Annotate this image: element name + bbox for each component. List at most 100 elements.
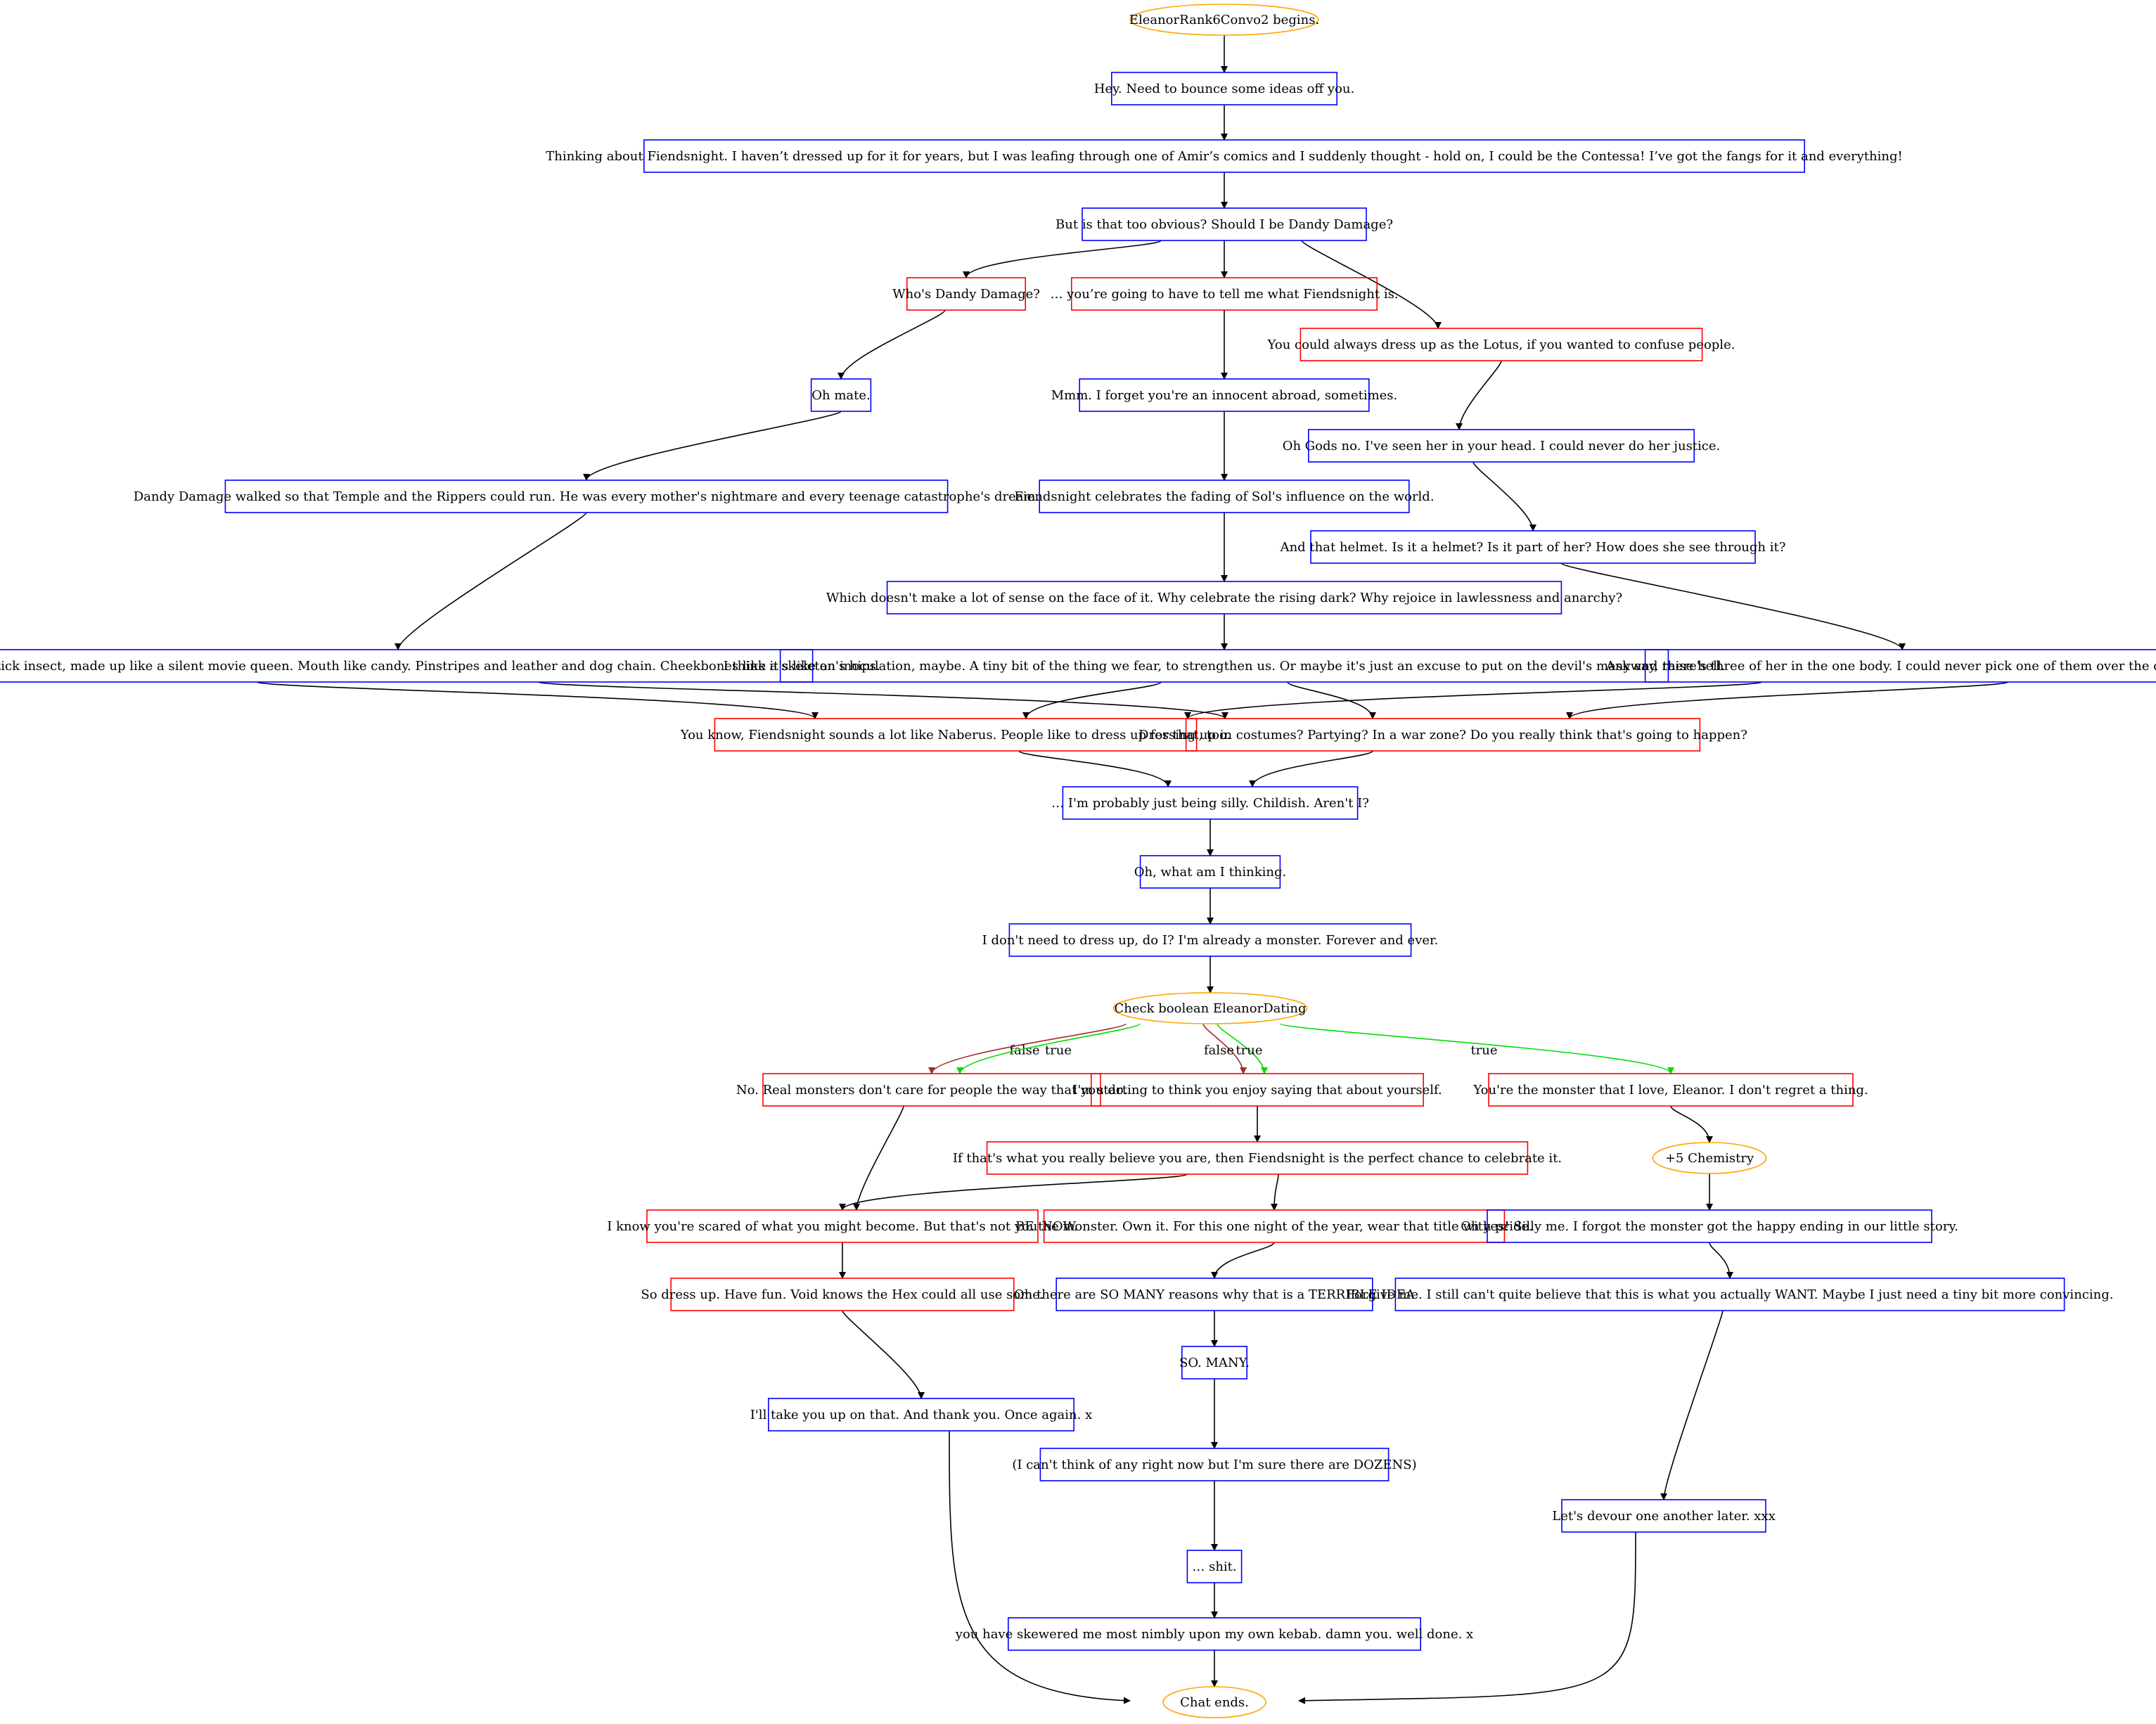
node-e-forgive-shape [1394, 1278, 2065, 1311]
edge-check-to-p-real [928, 1023, 1127, 1074]
node-b-inoc: I think it's like an inoculation, maybe.… [724, 659, 1726, 674]
node-n-thinking-shape [1139, 855, 1281, 889]
node-n1-shape [1111, 72, 1338, 105]
edge-p-lotus-to-c-gods [1456, 360, 1502, 430]
node-p-naberus: You know, Fiendsnight sounds a lot like … [680, 728, 1231, 742]
edge-c-gods-to-c-helmet [1472, 461, 1536, 532]
edge-p-real-to-p-scared [853, 1105, 904, 1211]
node-n-silly: … I'm probably just being silly. Childis… [1051, 796, 1369, 811]
edge-c-anyway-to-p-costumes [1566, 681, 2008, 719]
node-a-ohmate-shape [810, 378, 872, 412]
node-b-celebrates-shape [1039, 480, 1410, 513]
node-p-love: You're the monster that I love, Eleanor.… [1472, 1083, 1868, 1098]
node-p-scared: I know you're scared of what you might b… [607, 1219, 1078, 1234]
edge-p-believe-to-p-be [1271, 1173, 1279, 1211]
node-a-dandy-shape [224, 480, 949, 513]
node-a-built-shape [0, 649, 814, 683]
node-check: Check boolean EleanorDating [1115, 1001, 1307, 1016]
node-n2-shape [643, 139, 1806, 173]
node-n-monster-shape [1008, 923, 1412, 957]
node-p-tell: … you’re going to have to tell me what F… [1050, 287, 1398, 302]
node-e-takeyou: I'll take you up on that. And thank you.… [750, 1408, 1092, 1422]
node-c-anyway: Anyway, there's three of her in the one … [1605, 659, 2156, 674]
node-p-naberus-shape [714, 718, 1198, 752]
node-n-silly-shape [1062, 786, 1359, 820]
node-e-devour: Let's devour one another later. xxx [1552, 1509, 1776, 1524]
node-p-lotus-shape [1300, 328, 1703, 361]
node-n-thinking: Oh, what am I thinking. [1134, 865, 1287, 880]
node-b-celebrates: Fiendsnight celebrates the fading of Sol… [1014, 489, 1434, 504]
node-a-ohmate: Oh mate. [811, 388, 870, 403]
node-n2: Thinking about Fiendsnight. I haven’t dr… [546, 149, 1902, 164]
edge-p-naberus-to-n-silly [1018, 750, 1172, 787]
edge-p-dressup-to-e-takeyou [842, 1310, 925, 1399]
node-e-forgive: Forgive me. I still can't quite believe … [1347, 1287, 2114, 1302]
node-n1: Hey. Need to bounce some ideas off you. [1094, 82, 1354, 96]
edge-b-inoc-to-p-costumes [1287, 681, 1376, 719]
node-p-tell-shape [1071, 277, 1378, 311]
node-p-who: Who's Dandy Damage? [892, 287, 1040, 302]
node-b-mmm: Mmm. I forget you're an innocent abroad,… [1051, 388, 1398, 403]
node-p-lotus: You could always dress up as the Lotus, … [1267, 337, 1735, 352]
node-b-mmm-shape [1079, 378, 1370, 412]
node-e-ohyes-shape [1487, 1209, 1932, 1243]
node-p-believe: If that's what you really believe you ar… [953, 1151, 1562, 1166]
node-check-shape [1112, 992, 1308, 1024]
node-e-shit-shape [1186, 1550, 1243, 1583]
nodes: EleanorRank6Convo2 begins.Hey. Need to b… [0, 4, 2156, 1718]
edge-e-takeyou-to-end [949, 1430, 1131, 1704]
edge-e-forgive-to-e-devour [1660, 1310, 1724, 1500]
edge-p-believe-to-p-scared [839, 1173, 1188, 1211]
node-c-gods-shape [1308, 429, 1695, 463]
edge-e-ohyes-to-e-forgive [1709, 1242, 1733, 1279]
node-n-monster: I don't need to dress up, do I? I'm alre… [982, 933, 1439, 948]
node-chem: +5 Chemistry [1665, 1151, 1754, 1166]
edge-a-built-to-p-costumes [538, 681, 1228, 719]
edge-label-false: false [1204, 1043, 1234, 1058]
edge-b-inoc-to-p-naberus [1022, 681, 1162, 719]
node-e-skewered: you have skewered me most nimbly upon my… [955, 1627, 1473, 1642]
node-a-dandy: Dandy Damage walked so that Temple and t… [134, 489, 1040, 504]
node-p-costumes: Dressing up in costumes? Partying? In a … [1138, 728, 1747, 742]
edge-a-dandy-to-a-built [394, 512, 587, 650]
node-p-dressup-shape [670, 1278, 1015, 1311]
node-a-built: Built like a stick insect, made up like … [0, 659, 880, 674]
node-e-shit: … shit. [1192, 1559, 1236, 1574]
node-p-starting-shape [1091, 1073, 1425, 1107]
edge-label-true: true [1470, 1043, 1497, 1058]
edge-check-to-p-love [1280, 1023, 1674, 1074]
edge-label-true: true [1045, 1043, 1072, 1058]
edge-p-love-to-chem [1670, 1105, 1713, 1143]
edge-p-be-to-e-somany [1211, 1242, 1275, 1279]
node-b-inoc-shape [779, 649, 1669, 683]
edge-check-to-p-real [956, 1023, 1141, 1074]
edge-check-to-p-starting [1202, 1023, 1247, 1074]
node-b-which-shape [886, 581, 1563, 615]
node-p-real-shape [762, 1073, 1101, 1107]
node-e-takeyou-shape [768, 1398, 1075, 1432]
node-c-helmet: And that helmet. Is it a helmet? Is it p… [1280, 540, 1786, 555]
node-p-who-shape [906, 277, 1027, 311]
node-p-dressup: So dress up. Have fun. Void knows the He… [641, 1287, 1044, 1302]
node-end: Chat ends. [1180, 1695, 1249, 1710]
node-n3: But is that too obvious? Should I be Dan… [1055, 217, 1393, 232]
node-c-gods: Oh Gods no. I've seen her in your head. … [1283, 439, 1721, 453]
node-e-ohyes: Oh yes! Silly me. I forgot the monster g… [1461, 1219, 1958, 1234]
edge-e-devour-to-end [1298, 1531, 1636, 1704]
edge-c-anyway-to-p-naberus [1184, 681, 1762, 719]
node-c-helmet-shape [1310, 530, 1756, 564]
node-e-somany: Oh there are SO MANY reasons why that is… [1014, 1287, 1416, 1302]
edge-a-ohmate-to-a-dandy [583, 411, 842, 481]
edge-n3-to-p-lotus [1301, 240, 1442, 329]
node-e-somany-shape [1055, 1278, 1373, 1311]
edge-c-helmet-to-c-anyway [1560, 562, 1906, 650]
node-chem-shape [1652, 1142, 1767, 1174]
node-p-be-shape [1043, 1209, 1506, 1243]
edge-check-to-p-starting [1217, 1023, 1268, 1074]
edge-label-false: false [1009, 1043, 1039, 1058]
node-e-so: SO. MANY. [1179, 1356, 1250, 1370]
edge-a-built-to-p-naberus [257, 681, 819, 719]
node-p-love-shape [1488, 1073, 1854, 1107]
